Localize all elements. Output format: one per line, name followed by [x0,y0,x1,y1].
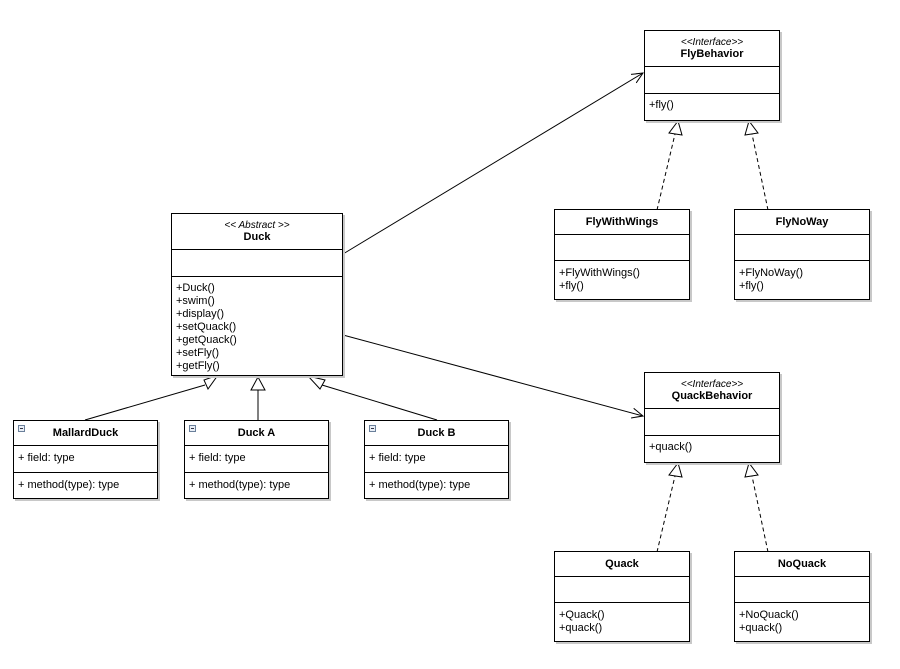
mallardduck-class[interactable]: MallardDuck + field: type + method(type)… [13,420,158,499]
quack-attributes [555,577,689,603]
flybehavior-attributes [645,67,779,94]
flywithwings-methods: +FlyWithWings() +fly() [555,261,689,293]
noquack-realization [751,475,769,553]
duck-method: +Duck() [176,282,215,294]
flywithwings-name: FlyWithWings [585,216,659,228]
duckb-attributes: + field: type [365,446,508,473]
duck-methods: +Duck() +swim() +display() +setQuack() +… [172,277,342,373]
noquack-method: +quack() [739,622,783,634]
quackbehavior-interface[interactable]: <<Interface>> QuackBehavior +quack() [644,372,780,463]
duck-attributes [172,250,342,277]
noquack-attributes [735,577,869,603]
collapse-icon[interactable] [18,425,25,432]
flywithwings-realization [656,133,676,211]
ducka-attributes: + field: type [185,446,328,473]
ducka-methods: + method(type): type [185,473,328,492]
duck-method: +setFly() [176,347,220,359]
duck-stereotype: << Abstract >> [224,220,290,231]
flywithwings-realization-arrowhead [668,119,683,136]
flywithwings-class[interactable]: FlyWithWings +FlyWithWings() +fly() [554,209,690,300]
ducka-field: + field: type [189,452,246,464]
flynoway-method: +FlyNoWay() [739,267,804,279]
flynoway-attributes [735,235,869,261]
duckb-field: + field: type [369,452,426,464]
collapse-icon[interactable] [369,425,376,432]
quack-name: Quack [605,558,639,570]
collapse-icon[interactable] [189,425,196,432]
duckb-name: Duck B [417,427,456,439]
flynoway-methods: +FlyNoWay() +fly() [735,261,869,293]
flywithwings-header: FlyWithWings [555,210,689,235]
ducka-class[interactable]: Duck A + field: type + method(type): typ… [184,420,329,499]
duck-class-name: Duck [243,231,271,243]
duck-method: +getFly() [176,360,220,372]
flybehavior-interface[interactable]: <<Interface>> FlyBehavior +fly() [644,30,780,121]
duckb-generalization-arrowhead [306,375,326,390]
quack-realization-arrowhead [668,461,683,478]
noquack-class[interactable]: NoQuack +NoQuack() +quack() [734,551,870,642]
mallardduck-field: + field: type [18,452,75,464]
flywithwings-method: +fly() [559,280,584,292]
duckb-method: + method(type): type [369,479,471,491]
mallardduck-generalization [84,384,206,421]
noquack-method: +NoQuack() [739,609,799,621]
ducka-method: + method(type): type [189,479,291,491]
flybehavior-stereotype: <<Interface>> [680,37,744,48]
duck-to-quackbehavior-association [342,334,643,416]
mallardduck-method: + method(type): type [18,479,120,491]
duckb-header: Duck B [365,421,508,446]
flynoway-realization [751,133,769,211]
mallardduck-header: MallardDuck [14,421,157,446]
ducka-generalization-arrowhead [250,375,266,391]
quackbehavior-methods: +quack() [645,436,779,454]
duck-method: +setQuack() [176,321,237,333]
flybehavior-method: +fly() [649,99,674,111]
duck-method: +getQuack() [176,334,237,346]
noquack-realization-arrowhead [744,461,759,478]
duckb-class[interactable]: Duck B + field: type + method(type): typ… [364,420,509,499]
flynoway-header: FlyNoWay [735,210,869,235]
noquack-methods: +NoQuack() +quack() [735,603,869,635]
mallardduck-attributes: + field: type [14,446,157,473]
noquack-header: NoQuack [735,552,869,577]
quack-header: Quack [555,552,689,577]
quackbehavior-stereotype: <<Interface>> [680,379,744,390]
quackbehavior-attributes [645,409,779,436]
quack-realization [656,475,676,553]
quackbehavior-method: +quack() [649,441,693,453]
quackbehavior-header: <<Interface>> QuackBehavior [645,373,779,409]
flynoway-class[interactable]: FlyNoWay +FlyNoWay() +fly() [734,209,870,300]
flynoway-realization-arrowhead [744,119,759,136]
quack-class[interactable]: Quack +Quack() +quack() [554,551,690,642]
duck-class[interactable]: << Abstract >> Duck +Duck() +swim() +dis… [171,213,343,376]
flynoway-name: FlyNoWay [775,216,829,228]
flywithwings-attributes [555,235,689,261]
quack-method: +quack() [559,622,603,634]
flybehavior-name: FlyBehavior [680,48,744,60]
quackbehavior-name: QuackBehavior [671,390,753,402]
duckb-generalization [321,384,438,421]
duck-class-header: << Abstract >> Duck [172,214,342,250]
mallardduck-name: MallardDuck [52,427,119,439]
quack-methods: +Quack() +quack() [555,603,689,635]
duck-method: +display() [176,308,224,320]
flybehavior-header: <<Interface>> FlyBehavior [645,31,779,67]
flynoway-method: +fly() [739,280,764,292]
duck-to-flybehavior-association [342,73,643,255]
flybehavior-methods: +fly() [645,94,779,112]
mallardduck-generalization-arrowhead [203,373,220,391]
duckb-methods: + method(type): type [365,473,508,492]
flywithwings-method: +FlyWithWings() [559,267,640,279]
quack-method: +Quack() [559,609,605,621]
noquack-name: NoQuack [777,558,827,570]
ducka-name: Duck A [237,427,276,439]
ducka-header: Duck A [185,421,328,446]
duck-method: +swim() [176,295,215,307]
mallardduck-methods: + method(type): type [14,473,157,492]
